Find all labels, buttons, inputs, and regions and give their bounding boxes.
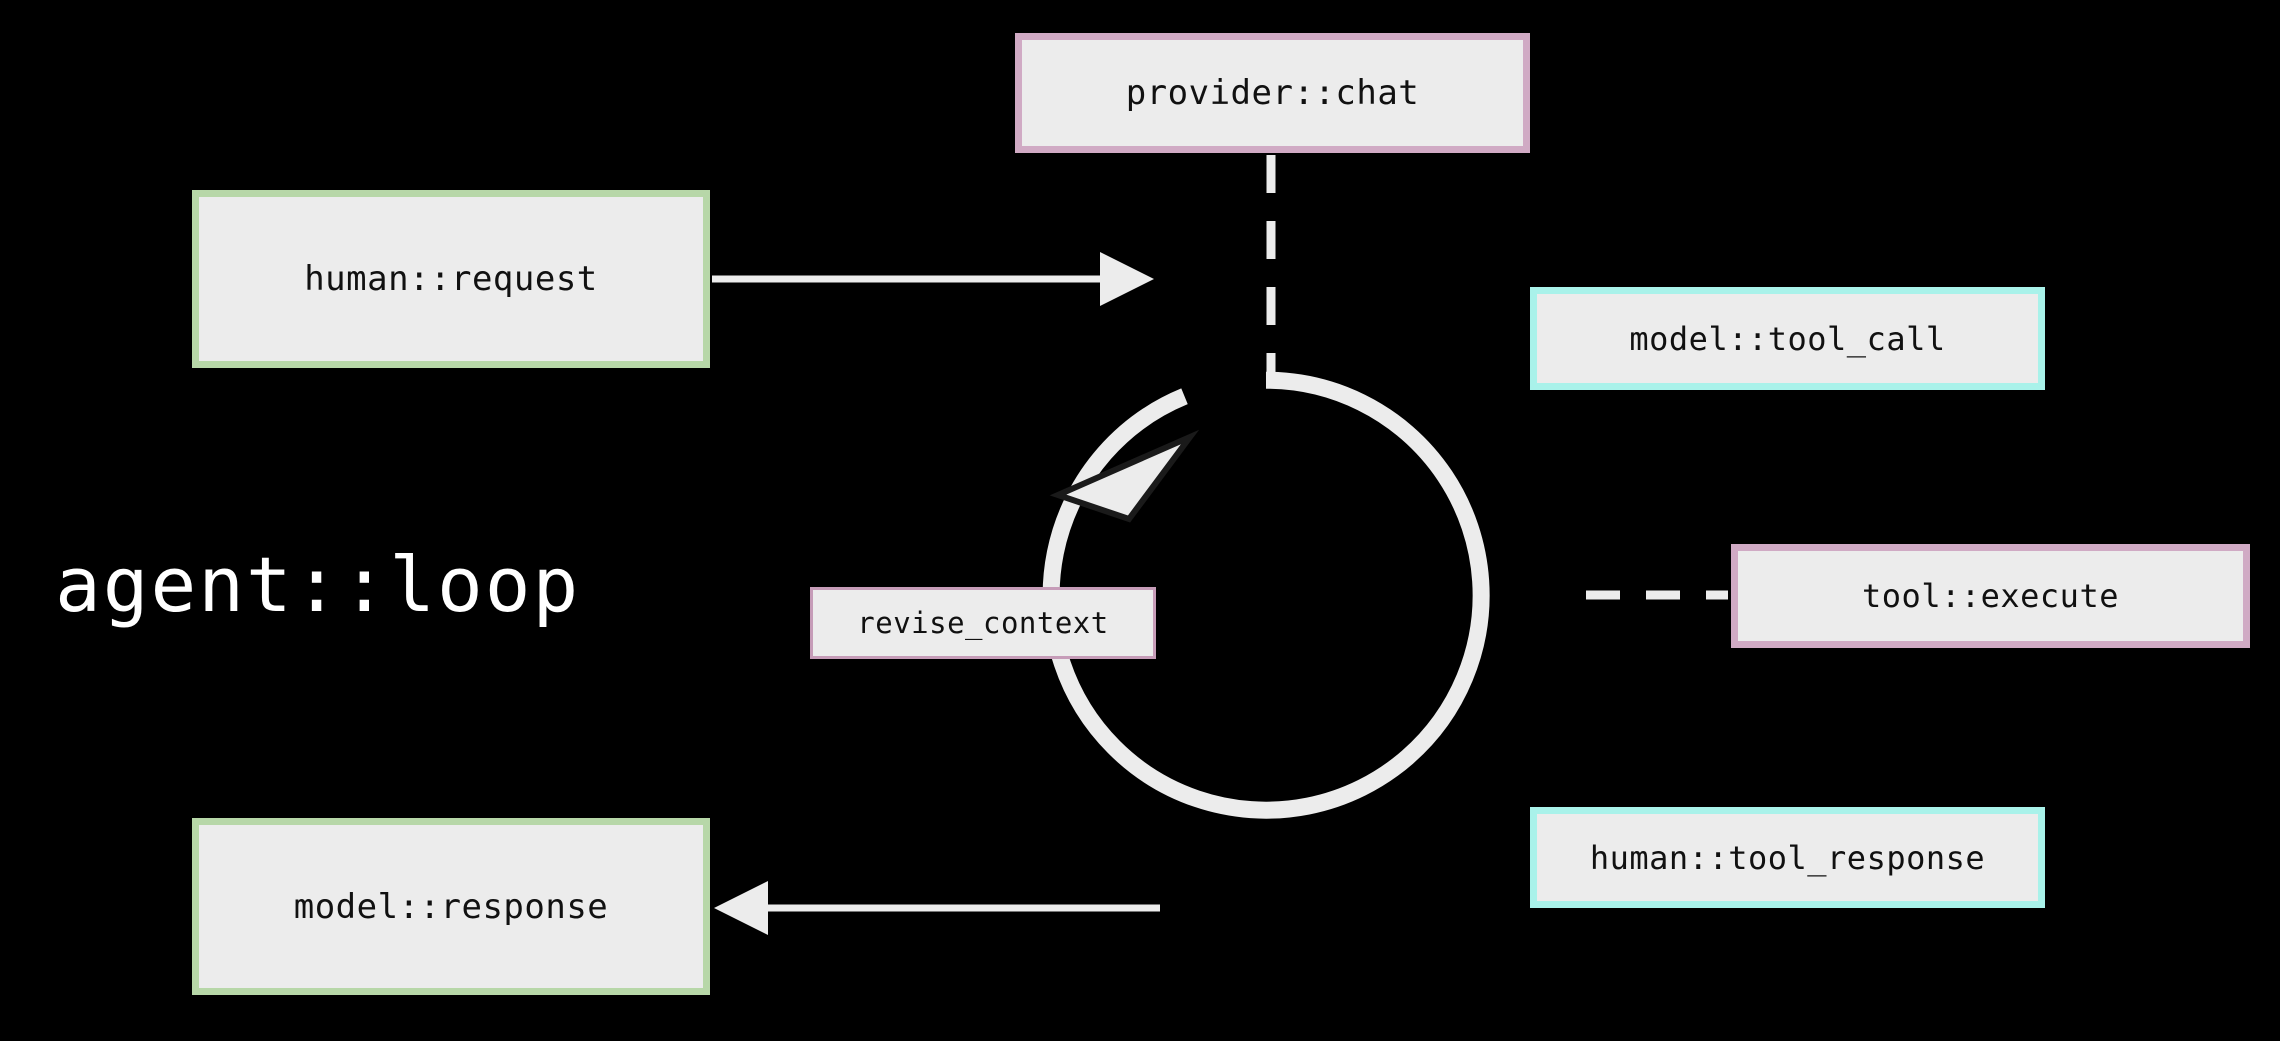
node-provider-chat-label: provider::chat (1125, 73, 1420, 113)
edge-loop-to-response (714, 881, 1160, 935)
node-human-tool-response-label: human::tool_response (1589, 838, 1986, 877)
node-provider-chat[interactable]: provider::chat (1015, 33, 1530, 153)
node-model-tool-call-label: model::tool_call (1629, 319, 1946, 358)
node-revise-context[interactable]: revise_context (810, 587, 1156, 659)
node-human-tool-response[interactable]: human::tool_response (1530, 807, 2045, 908)
page-title: agent::loop (55, 540, 581, 629)
node-tool-execute[interactable]: tool::execute (1731, 544, 2250, 648)
node-human-request[interactable]: human::request (192, 190, 710, 368)
node-model-response-label: model::response (293, 886, 609, 927)
cycle-direction-arrowhead (1049, 429, 1200, 523)
edge-request-to-loop (712, 252, 1154, 306)
node-model-tool-call[interactable]: model::tool_call (1530, 287, 2045, 390)
node-human-request-label: human::request (304, 259, 598, 299)
node-model-response[interactable]: model::response (192, 818, 710, 995)
node-tool-execute-label: tool::execute (1862, 577, 2119, 615)
node-revise-context-label: revise_context (857, 606, 1109, 640)
